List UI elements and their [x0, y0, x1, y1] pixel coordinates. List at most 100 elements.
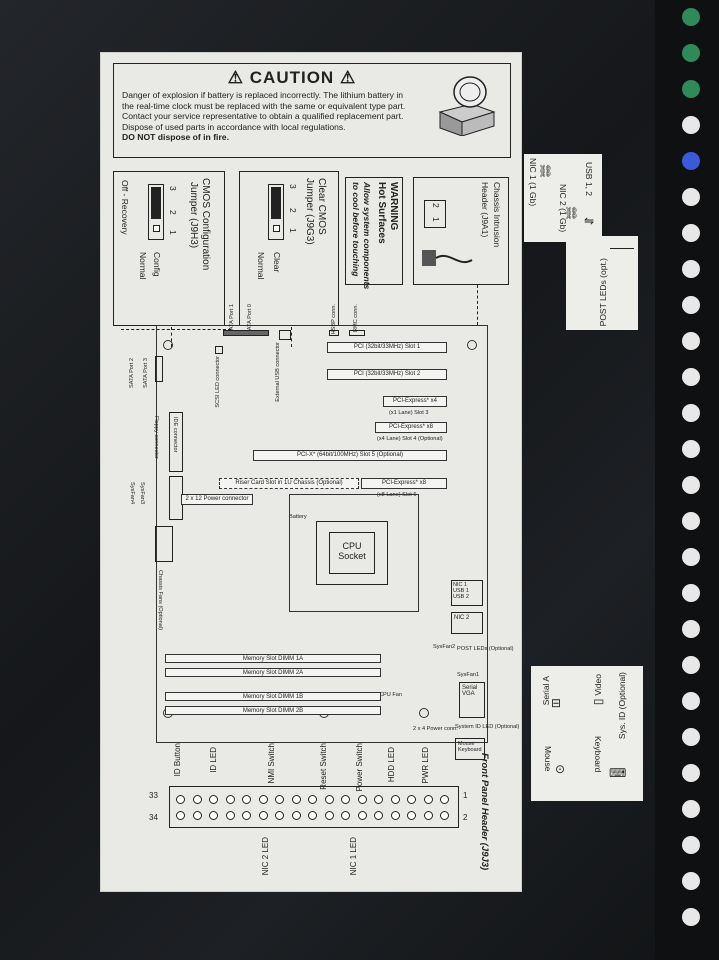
mouse-keyboard-block: Mouse Keyboard [455, 738, 485, 760]
rail-hole [682, 584, 700, 602]
rail-hole [682, 116, 700, 134]
pci-slot-1: PCI (32bit/33MHz) Slot 1 [327, 342, 447, 353]
jumper-block [268, 184, 284, 240]
header-pin [374, 795, 383, 804]
cpu-socket: CPU Socket [289, 494, 419, 612]
ide-connector: IDE connector [169, 412, 183, 472]
header-pin [242, 795, 251, 804]
pcix-slot-5: PCI-X* (64bit/100MHz) Slot 5 (Optional) [253, 450, 447, 461]
rail-hole [682, 836, 700, 854]
monitor-icon: ▭ [593, 694, 605, 708]
header-pin [308, 795, 317, 804]
rail-hole [682, 764, 700, 782]
header-pin [341, 811, 350, 820]
header-pin [291, 795, 301, 804]
rail-hole [682, 512, 700, 530]
header-pin [423, 795, 433, 804]
hsbp-connector [329, 330, 339, 336]
network-icon: ⛓ [538, 164, 554, 178]
keyboard-icon: ⌨ [609, 766, 627, 780]
scsi-led-header [215, 346, 223, 354]
network-icon: ⛓ [564, 206, 580, 220]
rail-hole [682, 188, 700, 206]
mouse-icon: ⊙ [555, 762, 566, 776]
warning-triangle-icon: ⚠ [339, 68, 357, 87]
rail-hole [682, 332, 700, 350]
rail-hole [682, 908, 700, 926]
rail-hole [682, 548, 700, 566]
header-pin [324, 811, 334, 820]
header-pin [390, 795, 400, 804]
rail-hole [682, 692, 700, 710]
rail-hole [682, 476, 700, 494]
header-pin [225, 811, 235, 820]
battery-icon [438, 76, 496, 136]
header-pin [275, 811, 284, 820]
serial-port-icon: ⊟ [551, 696, 562, 710]
rear-io-label: Sys. ID (Optional) Video Serial A Keyboa… [531, 666, 643, 801]
rail-hole [682, 224, 700, 242]
header-pin [440, 811, 449, 820]
riser-slot: Riser Card Slot in 1U Chassis (Optional) [219, 478, 359, 489]
intrusion-connector: 2 1 [424, 200, 446, 228]
rail-hole [682, 872, 700, 890]
header-pin [275, 795, 284, 804]
header-pin [209, 795, 218, 804]
pcie-slot-4: PCI-Express* x8 [375, 422, 447, 433]
intrusion-cable-icon [422, 250, 473, 266]
pcie-slot-3: PCI-Express* x4 [383, 396, 447, 407]
rail-hole [682, 44, 700, 62]
rail-hole [682, 368, 700, 386]
rail-hole [682, 656, 700, 674]
header-pin [258, 795, 268, 804]
header-pin [341, 795, 350, 804]
rail-hole [682, 800, 700, 818]
chassis-fan-headers [155, 526, 173, 562]
pci-slot-2: PCI (32bit/33MHz) Slot 2 [327, 369, 447, 380]
pcie-slot-6: PCI-Express* x8 [361, 478, 447, 489]
header-pin [225, 795, 235, 804]
nic2-block: NIC 2 [451, 612, 483, 634]
header-pin [407, 795, 416, 804]
serial-vga-block: Serial VGA [459, 682, 485, 718]
header-pin [176, 795, 185, 804]
header-pin [308, 811, 317, 820]
header-pin [176, 811, 185, 820]
caution-text: Danger of explosion if battery is replac… [122, 90, 406, 142]
header-pin [258, 811, 268, 820]
header-pin [357, 795, 367, 804]
rail-hole [682, 620, 700, 638]
header-pin [242, 811, 251, 820]
caution-title: ⚠ CAUTION ⚠ [227, 68, 357, 87]
clear-cmos-jumper: Clear CMOS Jumper (J9G3) 3 2 1 Clear Nor… [239, 171, 339, 326]
motherboard-label: ⚠ CAUTION ⚠ Danger of explosion if batte… [100, 52, 522, 892]
header-pin [407, 811, 416, 820]
rail-hole [682, 440, 700, 458]
dimm-1a: Memory Slot DIMM 1A [165, 654, 381, 663]
header-pin [440, 795, 449, 804]
usb-header [279, 330, 291, 340]
power-connector-24pin: 2 x 12 Power connector [181, 494, 253, 505]
header-pin [357, 811, 367, 820]
caution-box: ⚠ CAUTION ⚠ Danger of explosion if batte… [113, 63, 511, 158]
rail-hole [682, 404, 700, 422]
dimm-2b: Memory Slot DIMM 2B [165, 706, 381, 715]
warning-triangle-icon: ⚠ [227, 68, 245, 87]
rail-hole [682, 80, 700, 98]
usb-icon: ⇋ [584, 214, 595, 228]
rail-hole [682, 296, 700, 314]
dimm-2a: Memory Slot DIMM 2A [165, 668, 381, 677]
header-pin [390, 811, 400, 820]
chassis-intrusion-header: Chassis Intrusion Header (J9A1) 2 1 [413, 177, 509, 285]
header-pin [209, 811, 218, 820]
nic1-usb-block: NIC 1 USB 1 USB 2 [451, 580, 483, 606]
rail-hole [682, 260, 700, 278]
front-panel-header [169, 786, 459, 828]
front-panel-title: Front Panel Header (J9J3) [479, 753, 490, 871]
header-pin [291, 811, 301, 820]
rmc-connector [349, 330, 365, 336]
header-pin [324, 795, 334, 804]
dimm-1b: Memory Slot DIMM 1B [165, 692, 381, 701]
jumper-block [148, 184, 164, 240]
rail-hole [682, 152, 700, 170]
